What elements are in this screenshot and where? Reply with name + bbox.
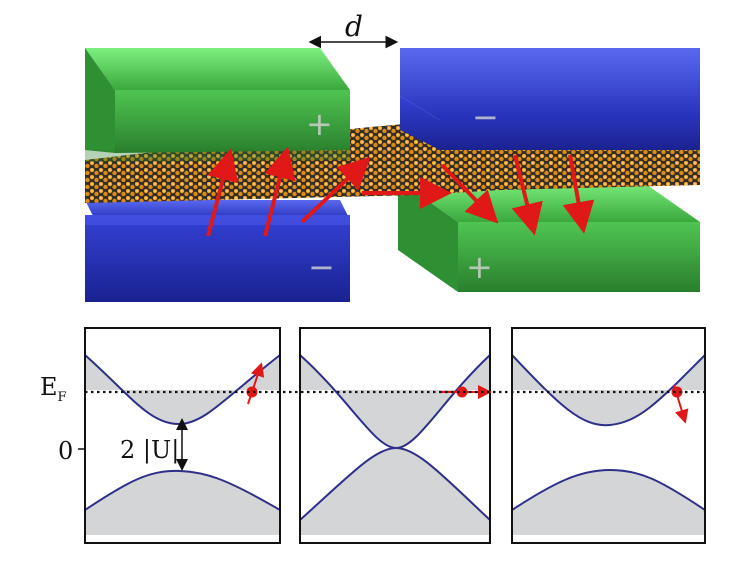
arrow-1 (206, 148, 239, 237)
sign-top-right: − (472, 98, 499, 136)
arrow-6 (511, 154, 543, 236)
gate-distance-label: d (345, 10, 363, 43)
band-curve-lower (299, 446, 491, 521)
band-curve-lower (84, 469, 281, 511)
spin-arrow-3 (673, 384, 689, 424)
arrow-5 (440, 163, 499, 224)
band-panel-1 (84, 327, 281, 544)
band-fill-lower (85, 470, 280, 535)
band-fill-upper (512, 355, 705, 426)
panel-frame (299, 327, 491, 544)
gate-bottom-right (398, 180, 700, 292)
sign-bottom-left: − (308, 248, 335, 286)
band-fill-upper (300, 355, 490, 448)
sign-bottom-right: + (466, 248, 493, 286)
fermi-level-symbol: E (40, 373, 58, 401)
band-fill-lower (512, 470, 705, 535)
sign-top-left: + (306, 105, 333, 143)
arrow-3 (300, 156, 371, 224)
band-fill-upper (85, 355, 280, 425)
band-panel-2 (299, 327, 492, 544)
band-fill-lower (300, 448, 490, 535)
band-curve-lower (511, 468, 706, 511)
zero-energy-label: 0 (58, 437, 74, 465)
gate-top-right (400, 48, 700, 150)
spin-arrow-1 (247, 362, 265, 405)
panel-frame (511, 327, 706, 544)
gate-bottom-left (85, 200, 350, 302)
band-curve-upper (511, 354, 706, 427)
fermi-level-subscript: F (57, 389, 67, 405)
arrow-7 (562, 154, 595, 234)
panel-frame (84, 327, 281, 544)
fermi-level-label: EF (40, 373, 67, 405)
band-panel-3 (511, 327, 706, 544)
trajectory-arrows (206, 146, 595, 237)
gap-label: 2 |U| (120, 436, 180, 464)
arrow-2 (263, 146, 296, 237)
